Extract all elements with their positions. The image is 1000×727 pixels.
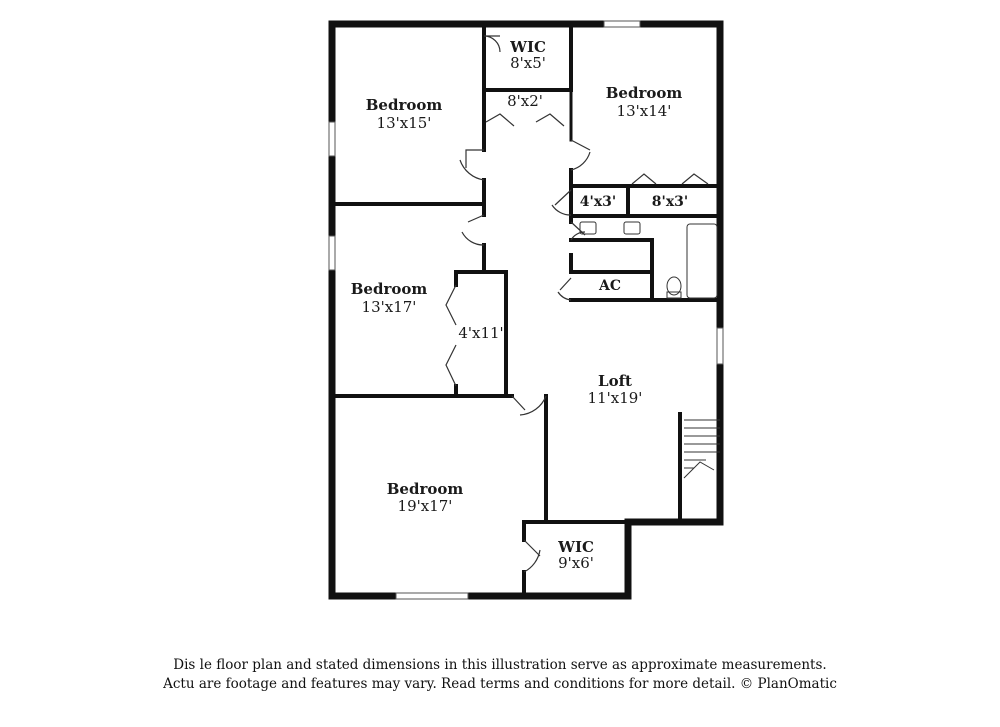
closet-4x3-dims: 4'x3' — [580, 194, 616, 210]
window-west-1 — [328, 121, 336, 157]
wic-top-name: WIC — [509, 38, 546, 56]
bathroom-fixtures — [579, 221, 718, 299]
bathtub — [686, 223, 718, 299]
stairs — [683, 419, 720, 479]
loft-name: Loft — [598, 372, 632, 390]
closet-8x3-dims: 8'x3' — [652, 194, 688, 210]
window-east — [716, 327, 724, 365]
windows — [328, 20, 724, 600]
bedroom-ne-dims: 13'x14' — [617, 102, 672, 120]
bedroom-w-name: Bedroom — [351, 280, 428, 298]
wic-bottom-dims: 9'x6' — [558, 554, 594, 572]
doors — [459, 35, 591, 573]
bedroom-w-dims: 13'x17' — [362, 298, 417, 316]
disclaimer-line-2: Actu are footage and features may vary. … — [163, 676, 837, 692]
window-south — [395, 592, 469, 600]
bedroom-sw-dims: 19'x17' — [398, 497, 453, 515]
bedroom-sw-name: Bedroom — [387, 480, 464, 498]
closet-8x2-dims: 8'x2' — [507, 92, 543, 110]
ac-label: AC — [598, 278, 621, 294]
bedroom-nw-name: Bedroom — [366, 96, 443, 114]
loft-dims: 11'x19' — [588, 389, 643, 407]
toilet — [666, 276, 682, 296]
disclaimer-line-1: Dis le floor plan and stated dimensions … — [173, 657, 827, 673]
bedroom-ne-name: Bedroom — [606, 84, 683, 102]
sink-left — [579, 221, 597, 235]
bedroom-nw-dims: 13'x15' — [377, 114, 432, 132]
window-west-2 — [328, 235, 336, 271]
sink-right — [623, 221, 641, 235]
wic-bottom-name: WIC — [557, 538, 594, 556]
interior-walls — [330, 22, 722, 598]
closet-4x11-dims: 4'x11' — [458, 324, 503, 342]
closet-doors — [445, 113, 709, 387]
wic-top-dims: 8'x5' — [510, 54, 546, 72]
window-north — [603, 20, 641, 28]
